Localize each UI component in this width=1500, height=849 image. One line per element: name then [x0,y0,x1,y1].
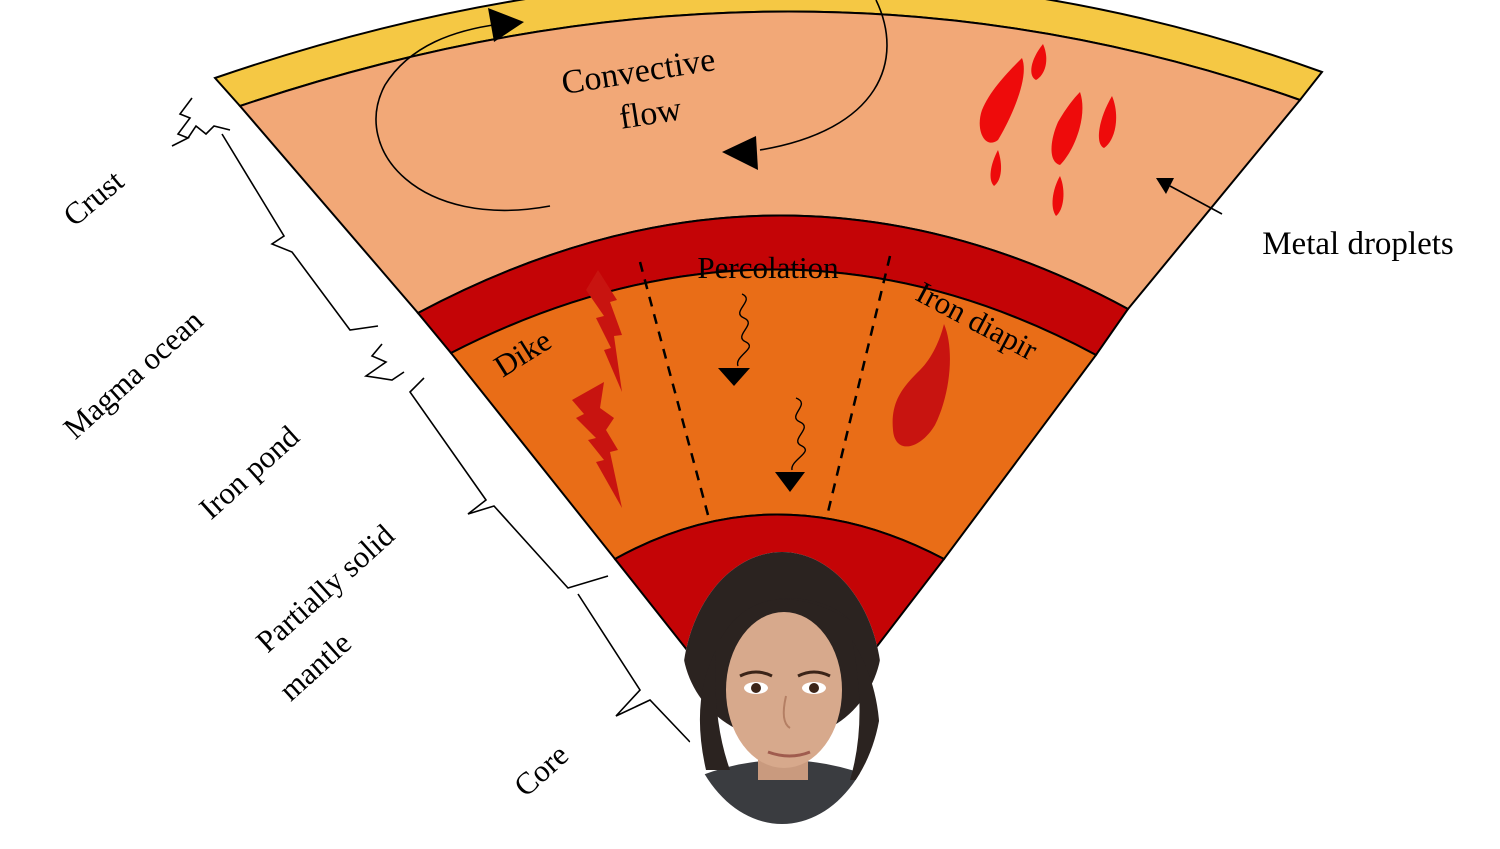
label-core: Core [507,737,575,803]
dashed-boundary-left [638,261,710,516]
percolation-squiggle-1 [736,293,750,367]
label-crust: Crust [56,163,130,233]
label-metal-droplets: Metal droplets [1262,226,1454,262]
iron-diapir-blob [892,324,950,447]
convective-arrowhead-bottom [722,136,758,170]
dike-features [572,270,622,508]
metal-droplets-pointer-line [1169,185,1223,215]
layer-braces [171,97,691,743]
dashed-boundary-right [826,255,892,513]
percolation-arrowhead-2 [775,472,805,492]
label-percolation: Percolation [697,250,839,285]
percolation-squiggle-2 [791,397,806,471]
percolation-arrowhead-1 [718,368,750,386]
convective-arrowhead-top [488,8,524,42]
label-magma-ocean: Magma ocean [56,302,210,445]
convective-arrow-left [375,23,551,212]
metal-droplets-pointer-head [1156,178,1174,194]
label-iron-pond: Iron pond [192,418,306,526]
metal-droplets [979,44,1117,216]
convective-arrow-right [759,0,888,151]
portrait-photo [682,552,882,824]
